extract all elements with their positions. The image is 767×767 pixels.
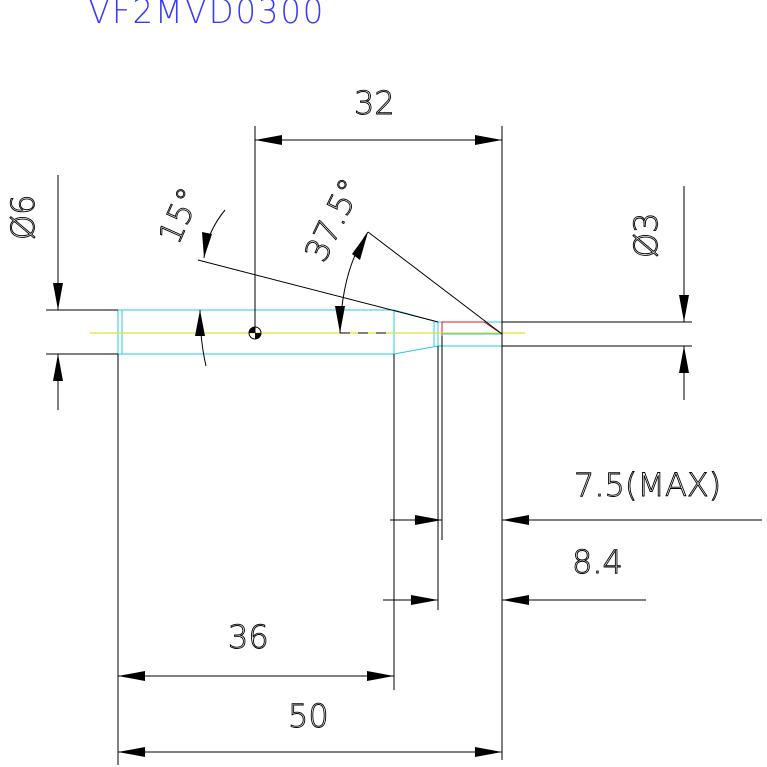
dim-dia3: Ø3 <box>502 186 692 400</box>
tip-outline[interactable] <box>442 321 503 335</box>
drawing-title: VF2MVD0300 <box>88 0 326 32</box>
dim-50-label: 50 <box>288 697 329 735</box>
dim-36-label: 36 <box>228 618 269 656</box>
angle-15: 15° <box>150 182 439 367</box>
angle-15-label: 15° <box>151 182 209 249</box>
dim-7-5-max: 7.5(MAX) <box>390 336 762 540</box>
dim-8-4-label: 8.4 <box>572 543 623 581</box>
tool-body <box>90 309 525 355</box>
dim-32-label: 32 <box>354 84 395 122</box>
dim-8-4: 8.4 <box>383 346 646 610</box>
dim-50: 50 <box>118 697 502 757</box>
dim-32: 32 <box>254 84 503 760</box>
dim-7-5-max-label: 7.5(MAX) <box>574 466 721 504</box>
dim-dia6-label: Ø6 <box>4 194 42 240</box>
shank-outline <box>117 309 395 355</box>
dim-dia3-label: Ø3 <box>627 212 665 258</box>
taper-bottom <box>393 345 439 355</box>
dim-36: 36 <box>117 354 395 765</box>
dim-dia6: Ø6 <box>4 175 118 410</box>
